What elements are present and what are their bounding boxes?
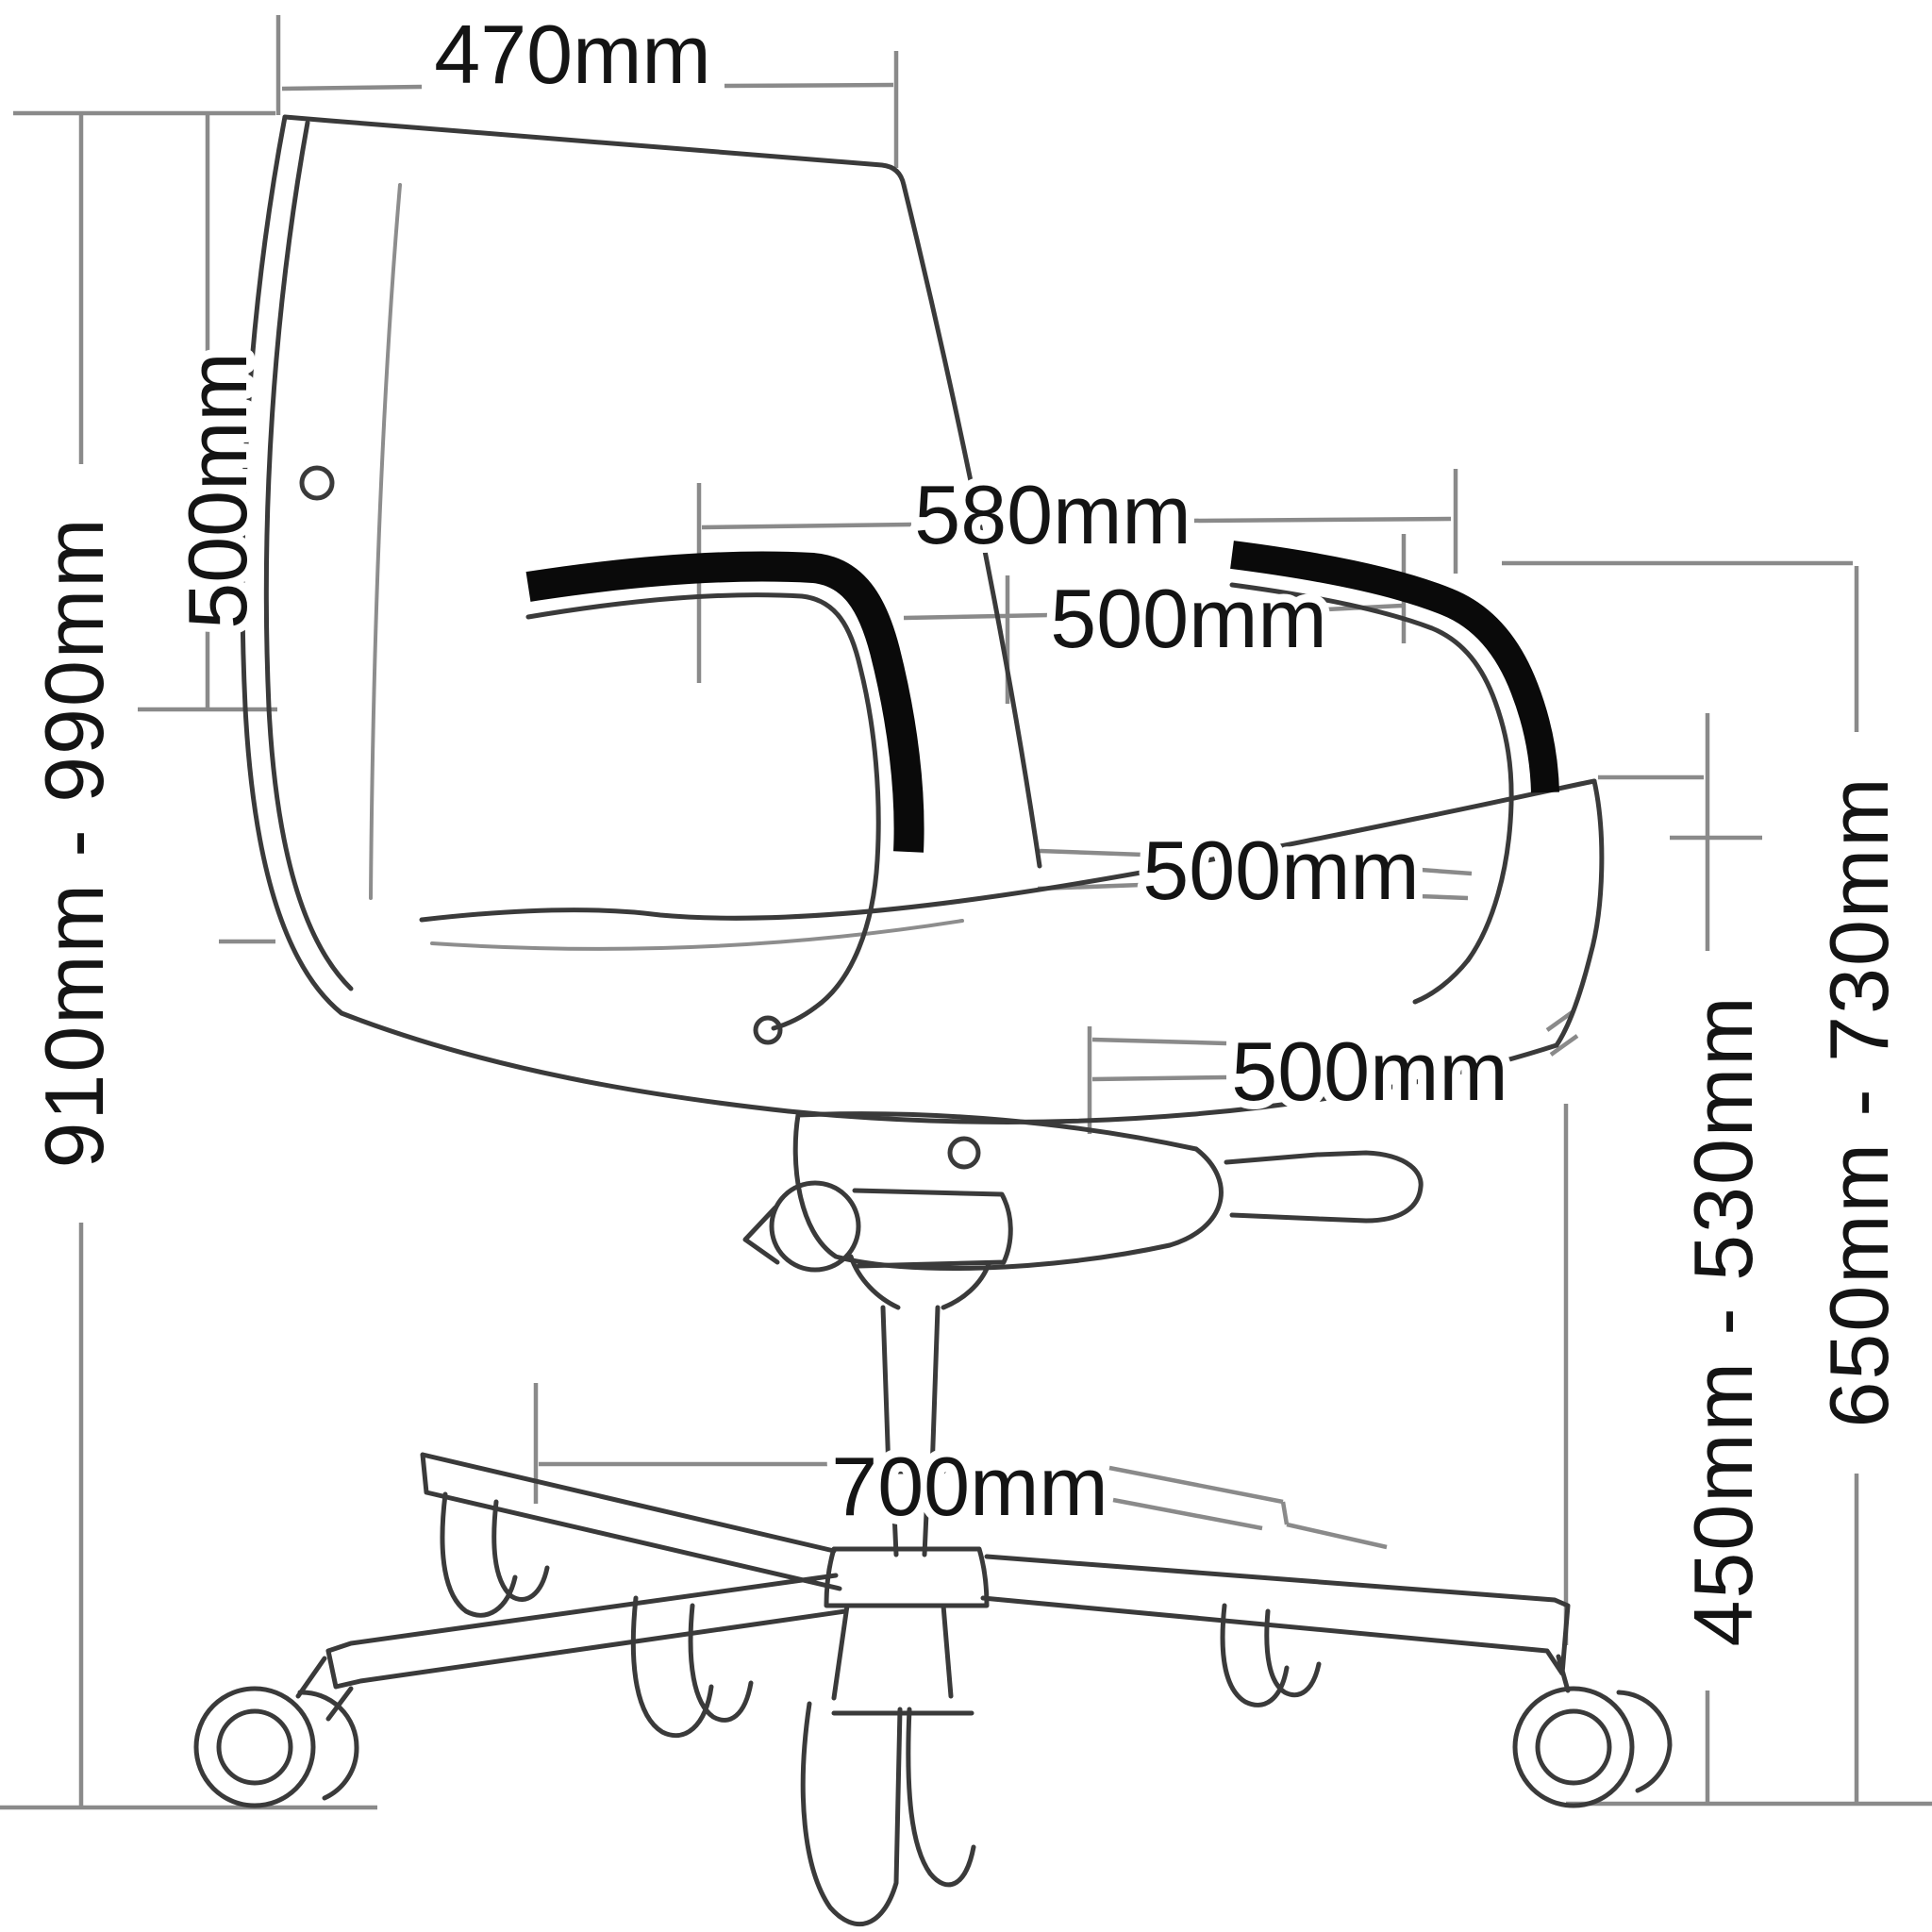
- left-armrest-bolt: [753, 1015, 783, 1045]
- label-armrest-span: 500mm: [1050, 572, 1326, 665]
- label-seat-height-range: 450mm - 530mm: [1676, 994, 1770, 1646]
- left-lever-knob: [769, 1180, 861, 1273]
- front-left-caster-hub: [216, 1708, 293, 1786]
- backrest-top-and-right-edge: [282, 114, 1042, 869]
- dim-seat-width-lines: [1037, 848, 1473, 901]
- rear-left-caster: [440, 1491, 550, 1618]
- rear-right-caster: [1220, 1603, 1322, 1707]
- backrest-outline: [240, 114, 791, 1114]
- label-back-width: 470mm: [434, 8, 710, 101]
- front-left-leg: [295, 1573, 848, 1722]
- left-armrest-mount: [771, 1005, 818, 1031]
- left-lever-cylinder: [852, 1188, 1013, 1269]
- center-leg: [831, 1603, 954, 1701]
- left-lever-tip: [742, 1205, 780, 1265]
- front-right-caster-rear-wheel: [1616, 1690, 1673, 1793]
- backrest-upholstery-seam: [369, 183, 402, 900]
- dim-back-width-lines: [13, 15, 899, 168]
- dim-seat-height-lines: [1563, 713, 1762, 1804]
- chair-line-art: [193, 114, 1673, 1927]
- label-armrest-height-range: 650mm - 730mm: [1812, 775, 1906, 1427]
- backrest-frame-inner-line: [263, 120, 354, 991]
- seat-bottom-edge: [786, 1042, 1559, 1124]
- label-total-height: 910mm - 990mm: [27, 516, 121, 1168]
- seat-cushion-seam: [430, 919, 964, 951]
- label-overall-width: 580mm: [914, 468, 1191, 561]
- mid-hidden-caster: [630, 1595, 754, 1739]
- dim-armrest-height-lines: [1502, 560, 1932, 1807]
- front-left-caster-rear-wheel: [297, 1690, 359, 1801]
- front-right-caster-hub: [1535, 1708, 1612, 1786]
- right-armrest-pad: [1230, 541, 1559, 793]
- mechanism-bolt: [947, 1136, 981, 1170]
- dim-seat-depth-lines: [1087, 1009, 1579, 1134]
- seat-top-edge: [419, 778, 1597, 923]
- front-left-caster-wheel: [193, 1686, 316, 1808]
- right-armrest-frame: [1229, 582, 1514, 963]
- front-right-leg: [980, 1554, 1571, 1693]
- front-right-caster-wheel: [1512, 1686, 1635, 1808]
- label-seat-width: 500mm: [1142, 824, 1419, 917]
- dim-overall-width-lines: [696, 469, 1458, 683]
- base-hub: [824, 1546, 990, 1608]
- seat-front-edge: [1554, 778, 1605, 1048]
- left-armrest-frame: [525, 592, 881, 1010]
- dim-total-height-lines: [0, 115, 377, 1810]
- mechanism-housing: [792, 1111, 1224, 1271]
- dimension-labels: 470mm 910mm - 990mm 500mm 580mm 500mm 50…: [19, 0, 1914, 1656]
- right-armrest-mount: [1412, 958, 1471, 1005]
- center-caster-front-wheel: [800, 1701, 903, 1927]
- label-base-width: 700mm: [831, 1440, 1108, 1533]
- center-caster-rear-wheel: [906, 1707, 976, 1888]
- label-seat-depth: 500mm: [1231, 1024, 1507, 1118]
- label-back-height: 500mm: [171, 352, 264, 628]
- dim-base-width-lines: [533, 1383, 1388, 1550]
- dim-back-height-lines: [138, 115, 277, 944]
- rear-left-leg: [420, 1452, 842, 1591]
- mechanism-lower-bracket: [848, 1254, 991, 1310]
- left-armrest-pad: [525, 551, 924, 853]
- gas-lift-column: [873, 1305, 946, 1557]
- dimension-lines: [0, 15, 1932, 1810]
- right-lever: [1224, 1150, 1424, 1224]
- backrest-pivot-bolt: [299, 465, 335, 501]
